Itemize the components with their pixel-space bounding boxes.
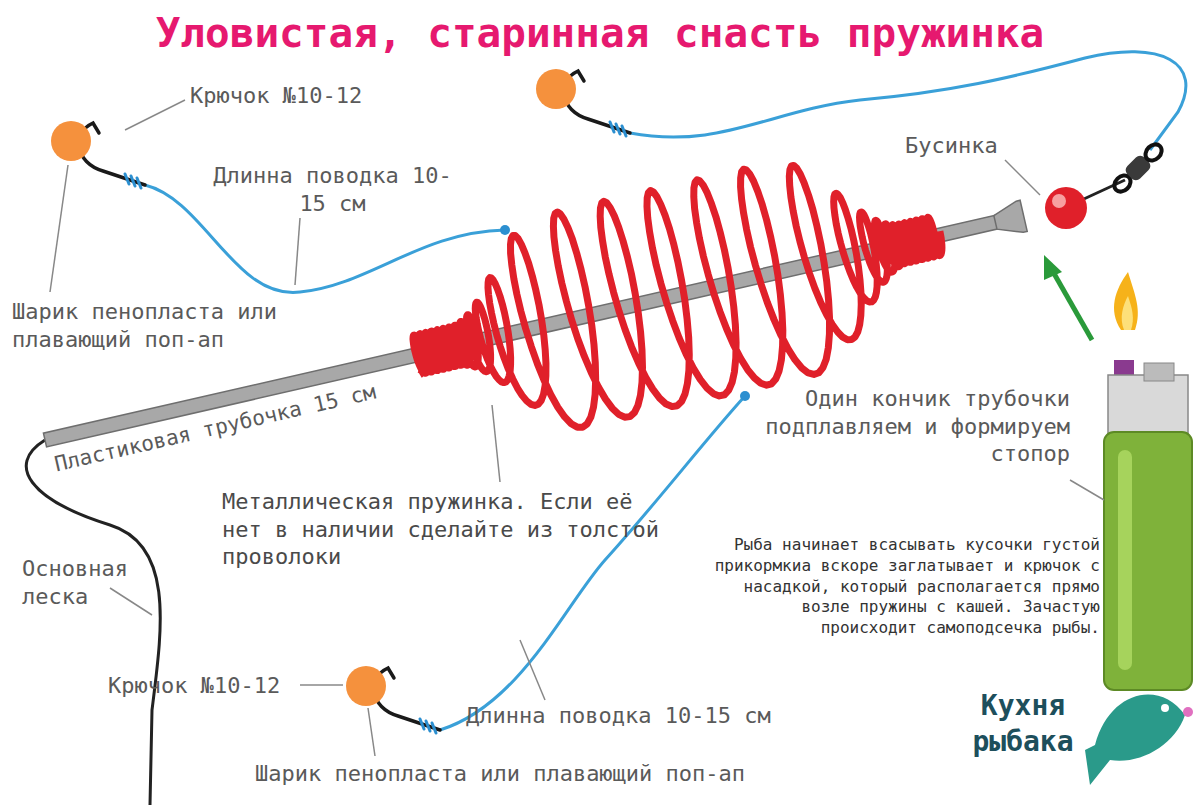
- bead: [1045, 187, 1087, 229]
- main-line: [26, 440, 160, 805]
- float-ball-label: Шарик пенопласта или плавающий поп-ап: [12, 298, 347, 353]
- fish-logo: [1085, 695, 1193, 785]
- leash-length-label: Длинна поводка 10-15 см: [466, 702, 771, 730]
- hook-label: Крючок №10-12: [190, 82, 362, 110]
- logo-text: Кухня рыбака: [958, 688, 1088, 761]
- fishing-note: Рыба начинает всасывать кусочки густой п…: [700, 535, 1100, 639]
- lighter: [1104, 272, 1192, 690]
- hook-label: Крючок №10-12: [108, 672, 280, 700]
- float-ball-label: Шарик пенопласта или плавающий поп-ап: [255, 760, 745, 788]
- stopper-note: Один кончик трубочки подплавляем и форми…: [735, 385, 1070, 468]
- leash-length-label: Длинна поводка 10-15 см: [205, 162, 460, 217]
- title: Уловистая, старинная снасть пружинка: [0, 8, 1200, 59]
- tube-stopper: [992, 200, 1027, 238]
- spring-note: Металлическая пружинка. Если её нет в на…: [222, 488, 667, 571]
- leash-line: [440, 396, 745, 730]
- main-line-label: Основная леска: [22, 555, 162, 610]
- swivel: [1110, 140, 1167, 197]
- bead-label: Бусинка: [905, 132, 998, 160]
